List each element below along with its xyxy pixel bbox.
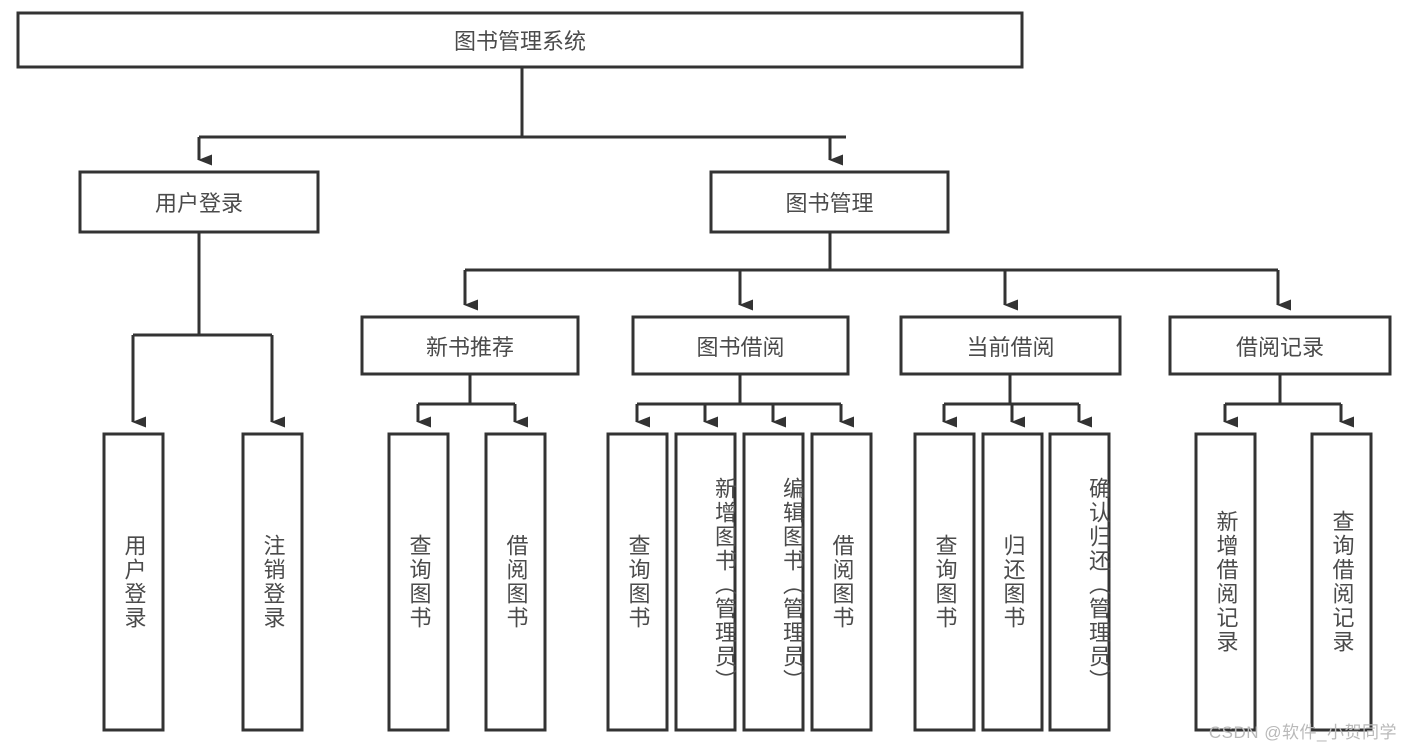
- node-box-leaf-current-borrow-2[interactable]: [1048, 432, 1111, 732]
- connector-new-book-to-leaves: [416, 374, 528, 428]
- node-box-leaf-current-borrow-0[interactable]: [913, 432, 976, 732]
- node-box-leaf-current-borrow-1[interactable]: [981, 432, 1044, 732]
- connector-borrow-record-to-leaves: [1223, 374, 1354, 428]
- node-box-leaf-user-login-0[interactable]: [102, 432, 165, 732]
- node-box-root[interactable]: [16, 11, 1024, 69]
- connector-current-borrow-to-leaves: [942, 374, 1092, 428]
- node-box-leaf-book-borrow-1[interactable]: [674, 432, 737, 732]
- node-box-new-book-recommend[interactable]: [360, 315, 580, 376]
- connector-user-login-to-leaves: [131, 232, 285, 428]
- node-box-leaf-user-login-1[interactable]: [241, 432, 304, 732]
- connector-book-management-to-level3: [463, 232, 1291, 311]
- node-box-leaf-new-book-1[interactable]: [484, 432, 547, 732]
- node-box-book-borrow[interactable]: [631, 315, 850, 376]
- csdn-watermark: CSDN @软件_小贺同学: [1208, 723, 1397, 742]
- node-box-leaf-borrow-record-1[interactable]: [1310, 432, 1373, 732]
- node-box-leaf-book-borrow-0[interactable]: [606, 432, 669, 732]
- node-box-borrow-record[interactable]: [1168, 315, 1392, 376]
- connector-root-to-bus: [199, 67, 846, 139]
- node-box-leaf-book-borrow-3[interactable]: [810, 432, 873, 732]
- node-box-current-borrow[interactable]: [899, 315, 1122, 376]
- node-box-leaf-new-book-0[interactable]: [387, 432, 450, 732]
- connector-book-borrow-to-leaves: [635, 374, 854, 428]
- node-box-book-management[interactable]: [709, 170, 950, 234]
- node-box-leaf-book-borrow-2[interactable]: [742, 432, 805, 732]
- node-box-user-login[interactable]: [78, 170, 320, 234]
- node-box-leaf-borrow-record-0[interactable]: [1194, 432, 1257, 732]
